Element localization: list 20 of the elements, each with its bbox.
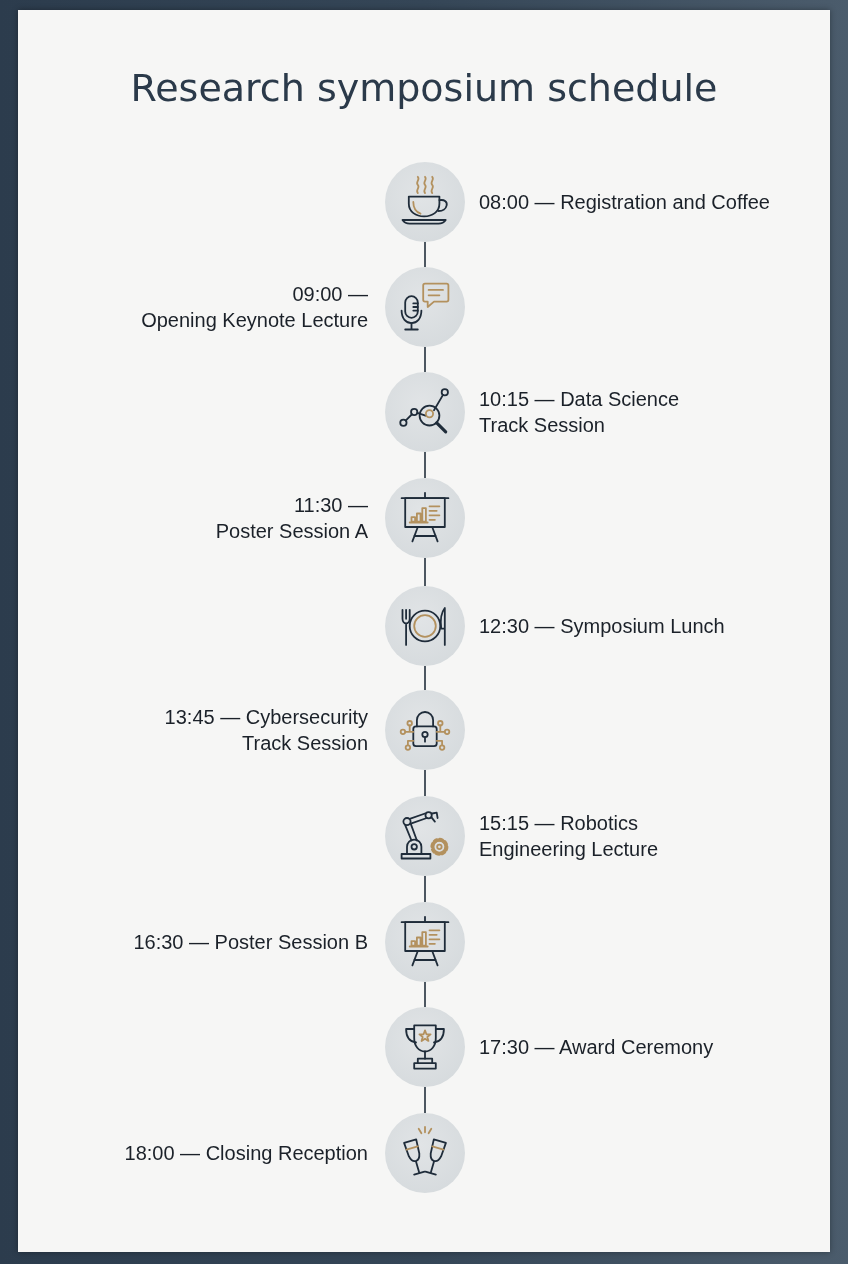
connector-line [424, 451, 426, 479]
connector-line [424, 875, 426, 903]
connector-line [424, 981, 426, 1008]
event-label: 18:00 — Closing Reception [123, 1141, 368, 1166]
connector-line [424, 557, 426, 587]
title: Research symposium schedule [129, 66, 719, 112]
event-label: 11:30 — Poster Session A [214, 493, 368, 544]
connector-line [424, 241, 426, 268]
event-label: 10:15 — Data Science Track Session [479, 387, 681, 438]
connector-line [424, 1086, 426, 1114]
event-label: 15:15 — Robotics Engineering Lecture [479, 811, 659, 862]
event-label: 08:00 — Registration and Coffee [479, 190, 771, 215]
connector-line [424, 665, 426, 691]
event-label: 13:45 — Cybersecurity Track Session [163, 705, 368, 756]
connector-line [424, 346, 426, 373]
event-label: 16:30 — Poster Session B [132, 930, 368, 955]
event-label: 12:30 — Symposium Lunch [479, 614, 726, 639]
event-label: 17:30 — Award Ceremony [479, 1035, 715, 1060]
connector-line [424, 769, 426, 797]
event-label: 09:00 — Opening Keynote Lecture [140, 282, 368, 333]
